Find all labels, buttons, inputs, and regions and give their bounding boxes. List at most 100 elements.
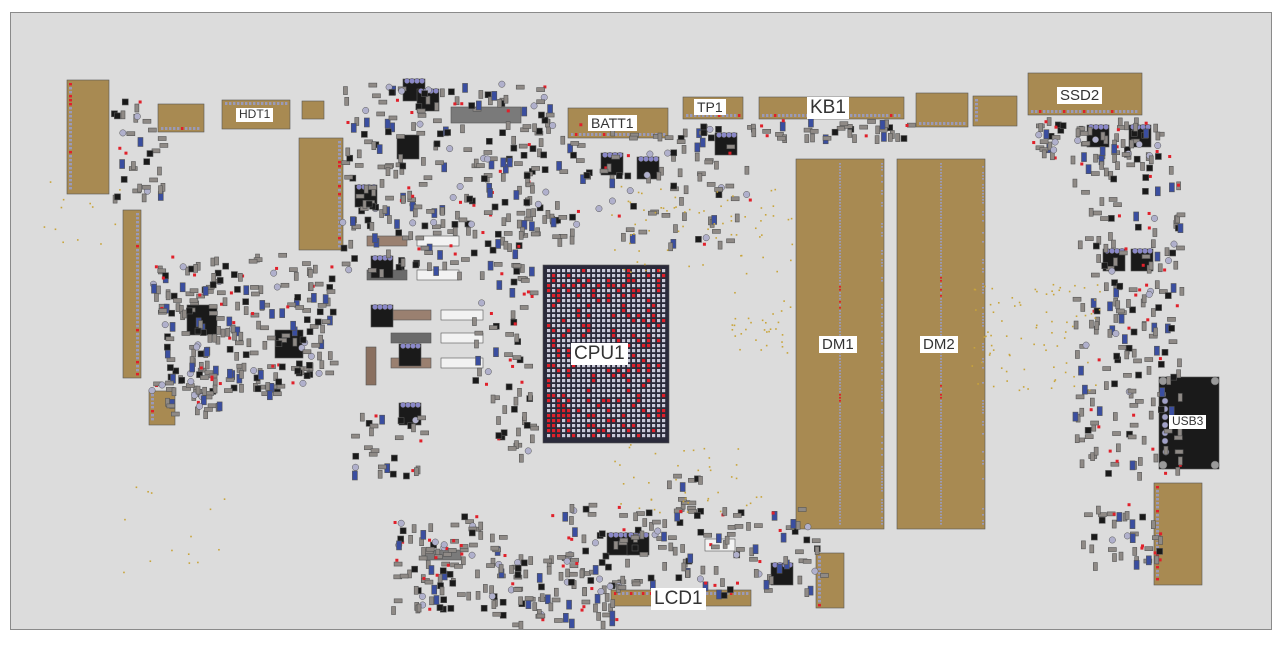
solder-dot xyxy=(740,333,743,335)
dimm-pin xyxy=(839,325,841,327)
dimm-pin xyxy=(839,202,841,204)
connector-pin xyxy=(1156,486,1159,489)
solder-dot xyxy=(123,571,125,574)
smd-resistor xyxy=(142,184,151,190)
dimm-pin xyxy=(881,409,883,411)
smd-capacitor xyxy=(243,285,250,295)
dimm-pin xyxy=(881,442,883,444)
bga-ball xyxy=(637,304,641,308)
label-ssd2[interactable]: SSD2 xyxy=(1057,87,1103,105)
bga-ball xyxy=(662,384,666,388)
label-tp1[interactable]: TP1 xyxy=(694,99,726,116)
smd-resistor xyxy=(483,584,488,593)
connector-block-b xyxy=(972,95,1018,127)
test-pad xyxy=(1145,283,1149,287)
test-pad xyxy=(393,520,397,524)
smd-resistor xyxy=(681,145,687,154)
test-pad xyxy=(580,608,584,612)
bga-ball xyxy=(547,274,551,278)
bga-ball xyxy=(632,384,636,388)
smd-capacitor xyxy=(496,280,503,290)
bga-ball xyxy=(577,414,581,418)
solder-dot xyxy=(1094,299,1096,301)
label-cpu1[interactable]: CPU1 xyxy=(571,343,628,365)
via-pad xyxy=(743,191,751,198)
bga-ball xyxy=(652,334,656,338)
smd-resistor xyxy=(704,159,714,165)
bga-ball xyxy=(662,354,666,358)
connector-pin xyxy=(136,301,139,304)
smd-resistor xyxy=(1148,261,1154,271)
smd-ic xyxy=(306,328,314,335)
label-dm2[interactable]: DM2 xyxy=(920,336,958,354)
smd-capacitor xyxy=(1078,365,1084,376)
dimm-pin xyxy=(839,439,841,441)
solder-dot xyxy=(1064,371,1067,374)
smd-resistor xyxy=(214,256,219,266)
smd-ic xyxy=(670,182,678,190)
smd-capacitor xyxy=(674,511,680,522)
dimm-pin xyxy=(839,430,841,432)
dimm-pin xyxy=(982,367,984,369)
connector-pin xyxy=(874,114,877,117)
via-pad xyxy=(596,575,604,583)
test-pad xyxy=(1148,174,1152,178)
solder-dot xyxy=(716,191,719,193)
solder-dot xyxy=(734,335,737,337)
label-batt1[interactable]: BATT1 xyxy=(588,115,637,132)
test-pad xyxy=(1117,214,1121,218)
bga-ball xyxy=(612,409,616,413)
label-kb1[interactable]: KB1 xyxy=(807,97,849,119)
connector-pin xyxy=(818,600,821,603)
bga-ball xyxy=(547,344,551,348)
connector-pin xyxy=(338,161,341,164)
connector-pin xyxy=(338,197,341,200)
connector-pin xyxy=(69,151,72,154)
dimm-pin xyxy=(881,202,883,204)
bga-ball xyxy=(607,309,611,313)
connector-pin xyxy=(69,127,72,130)
label-lcd1[interactable]: LCD1 xyxy=(651,588,706,610)
test-pad xyxy=(118,146,122,150)
bga-ball xyxy=(572,339,576,343)
bga-ball xyxy=(567,424,571,428)
bga-ball xyxy=(652,364,656,368)
connector-pin xyxy=(338,245,341,248)
via-pad xyxy=(484,368,492,376)
smd-resistor xyxy=(411,122,416,131)
smd-resistor xyxy=(606,163,612,173)
test-pad xyxy=(576,209,580,213)
bga-ball xyxy=(622,384,626,388)
dimm-pin xyxy=(839,385,841,387)
label-usb3[interactable]: USB3 xyxy=(1169,414,1207,429)
via-pad xyxy=(397,519,405,527)
solder-dot xyxy=(761,234,763,236)
bga-ball xyxy=(652,359,656,363)
dimm-pin xyxy=(940,232,942,234)
connector-pin xyxy=(136,341,139,344)
solder-dot xyxy=(622,483,625,485)
bga-ball xyxy=(612,269,616,273)
bga-ball xyxy=(577,404,581,408)
connector-pin xyxy=(786,114,789,117)
dimm-pin xyxy=(839,463,841,465)
smd-resistor xyxy=(455,210,460,220)
smd-ic xyxy=(439,567,447,575)
label-dm1[interactable]: DM1 xyxy=(819,336,857,354)
bga-ball xyxy=(557,359,561,363)
smd-resistor xyxy=(712,229,721,234)
bga-ball xyxy=(597,339,601,343)
smd-capacitor xyxy=(529,221,535,232)
dimm-pin xyxy=(940,322,942,324)
bga-ball xyxy=(627,394,631,398)
smd-resistor xyxy=(378,464,387,470)
bga-ball xyxy=(592,294,596,298)
smd-resistor xyxy=(191,348,197,358)
connector-pin xyxy=(136,333,139,336)
test-pad xyxy=(219,302,223,306)
dimm-pin xyxy=(940,172,942,174)
dimm-pin xyxy=(982,358,984,360)
bga-ball xyxy=(552,369,556,373)
dimm-pin xyxy=(839,208,841,210)
label-hdt1[interactable]: HDT1 xyxy=(236,107,274,122)
